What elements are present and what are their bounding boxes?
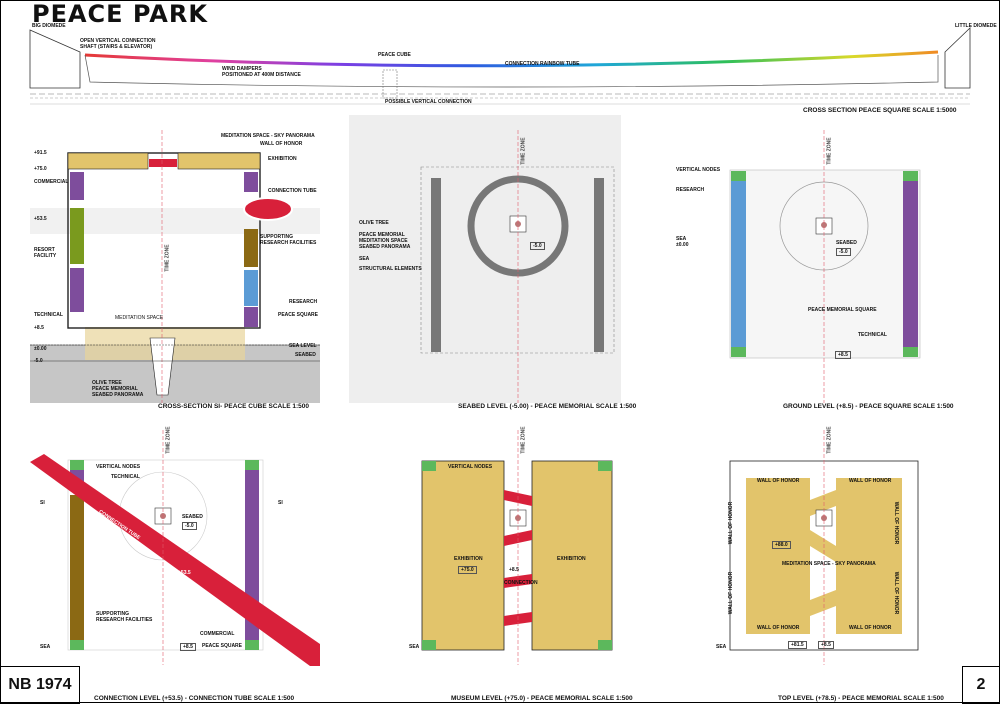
ground-seabed-label: SEABED	[836, 240, 857, 246]
seabed-time-zone: TIME ZONE	[520, 137, 527, 165]
connection-seabed-tag: -5.0	[182, 522, 197, 530]
section-medspace-label: MEDITATION SPACE	[115, 315, 164, 321]
seabed-olive-label: OLIVE TREE	[359, 220, 389, 226]
museum-level-tag: +75.0	[458, 566, 477, 574]
section-level-1: +91.5	[34, 150, 47, 156]
ground-nodes-label: VERTICAL NODES	[676, 167, 721, 173]
ground-square-label: PEACE MEMORIAL SQUARE	[808, 307, 877, 313]
connection-seabed-label: SEABED	[182, 514, 203, 520]
ground-research-label: RESEARCH	[676, 187, 705, 193]
section-resort-label: RESORT FACILITY	[34, 247, 57, 259]
top-level-tag: +88.0	[772, 541, 791, 549]
section-technical-label: TECHNICAL	[34, 312, 63, 318]
section-level-4: +8.5	[34, 325, 44, 331]
rainbow-tube-label: CONNECTION RAINBOW TUBE	[505, 61, 580, 67]
top-wall-1: WALL OF HONOR	[757, 478, 800, 484]
connection-square-label: PEACE SQUARE	[202, 643, 243, 649]
connection-technical-label: TECHNICAL	[111, 474, 140, 480]
seabed-structural-label: STRUCTURAL ELEMENTS	[359, 266, 422, 272]
museum-nodes-label: VERTICAL NODES	[448, 464, 493, 470]
top-wall-2: WALL OF HONOR	[849, 478, 892, 484]
ground-level-tag: +8.5	[835, 351, 851, 359]
cross-section-drawing	[29, 27, 971, 105]
section-sealevel-label: SEA LEVEL	[289, 343, 317, 349]
page-number-box: 2	[962, 666, 1000, 704]
peace-cube-label: PEACE CUBE	[378, 52, 411, 58]
page-title: PEACE PARK	[32, 0, 208, 28]
top-wall-6: WALL OF HONOR	[728, 571, 735, 615]
top-caption: TOP LEVEL (+78.5) - PEACE MEMORIAL SCALE…	[778, 695, 944, 702]
ground-seabed-tag: -5.0	[836, 248, 851, 256]
museum-caption: MUSEUM LEVEL (+75.0) - PEACE MEMORIAL SC…	[451, 695, 633, 702]
museum-sea-label: SEA	[409, 644, 420, 650]
ground-time-zone: TIME ZONE	[826, 137, 833, 165]
connection-time-zone: TIME ZONE	[165, 426, 172, 454]
connection-tube-level: +53.5	[178, 570, 191, 576]
seabed-level-tag: -5.0	[530, 242, 545, 250]
section-caption: CROSS-SECTION SI- PEACE CUBE SCALE 1:500	[158, 403, 309, 410]
top-sea-label: SEA	[716, 644, 727, 650]
section-supporting-label: SUPPORTING RESEARCH FACILITIES	[260, 234, 317, 246]
ground-sea-label: SEA ±0.00	[676, 236, 689, 248]
top-level-a: +81.5	[788, 641, 807, 649]
connection-sea-label: SEA	[40, 644, 51, 650]
ground-technical-label: TECHNICAL	[858, 332, 887, 338]
section-time-zone: TIME ZONE	[164, 244, 171, 272]
section-seabed-label: SEABED	[295, 352, 316, 358]
museum-time-zone: TIME ZONE	[520, 426, 527, 454]
project-id-box: NB 1974	[0, 666, 80, 704]
top-wall-8: WALL OF HONOR	[893, 571, 900, 615]
section-meditation-label: MEDITATION SPACE - SKY PANORAMA	[221, 133, 315, 139]
right-island-label: LITTLE DIOMEDE	[955, 23, 997, 29]
section-level-3: +53.5	[34, 216, 47, 222]
section-tube-label: CONNECTION TUBE	[268, 188, 317, 194]
left-island-label: BIG DIOMEDE	[32, 23, 66, 29]
section-square-label: PEACE SQUARE	[278, 312, 319, 318]
connection-si-left: SI	[40, 500, 45, 506]
seabed-memorial-label: PEACE MEMORIAL MEDITATION SPACE SEABED P…	[359, 232, 411, 250]
top-meditation-label: MEDITATION SPACE - SKY PANORAMA	[782, 561, 876, 567]
top-wall-4: WALL OF HONOR	[849, 625, 892, 631]
connection-commercial-label: COMMERCIAL	[200, 631, 235, 637]
seabed-sea-label: SEA	[359, 256, 370, 262]
section-exhibition-label: EXHIBITION	[268, 156, 297, 162]
seabed-caption: SEABED LEVEL (-5.00) - PEACE MEMORIAL SC…	[458, 403, 637, 410]
connection-caption: CONNECTION LEVEL (+53.5) - CONNECTION TU…	[94, 695, 295, 702]
ground-caption: GROUND LEVEL (+8.5) - PEACE SQUARE SCALE…	[783, 403, 954, 410]
top-wall-7: WALL OF HONOR	[893, 501, 900, 545]
dampers-label: WIND DAMPERS POSITIONED AT 400M DISTANCE	[222, 66, 301, 78]
museum-connection-label: CONNECTION	[504, 580, 538, 586]
connection-level-tag: +8.5	[180, 643, 196, 651]
connection-nodes-label: VERTICAL NODES	[96, 464, 141, 470]
shaft-label: OPEN VERTICAL CONNECTION SHAFT (STAIRS &…	[80, 38, 156, 50]
section-research-label: RESEARCH	[289, 299, 318, 305]
top-wall-5: WALL OF HONOR	[728, 501, 735, 545]
museum-small-tag: +8.5	[509, 567, 519, 573]
connection-supporting-label: SUPPORTING RESEARCH FACILITIES	[96, 611, 153, 623]
section-level-5: ±0.00	[34, 346, 47, 352]
vertical-connection-label: POSSIBLE VERTICAL CONNECTION	[385, 99, 472, 105]
section-commercial-label: COMMERCIAL	[34, 179, 69, 185]
connection-si-right: SI	[278, 500, 283, 506]
section-wall-label: WALL OF HONOR	[260, 141, 303, 147]
museum-exhibition-left: EXHIBITION	[454, 556, 483, 562]
top-wall-3: WALL OF HONOR	[757, 625, 800, 631]
top-level-b: +8.5	[818, 641, 834, 649]
top-time-zone: TIME ZONE	[826, 426, 833, 454]
cross-section-caption: CROSS SECTION PEACE SQUARE SCALE 1:5000	[803, 107, 957, 114]
museum-exhibition-right: EXHIBITION	[557, 556, 586, 562]
section-level-6: -5.0	[34, 358, 43, 364]
section-level-2: +75.0	[34, 166, 47, 172]
section-olive-label: OLIVE TREE PEACE MEMORIAL SEABED PANORAM…	[92, 380, 144, 398]
